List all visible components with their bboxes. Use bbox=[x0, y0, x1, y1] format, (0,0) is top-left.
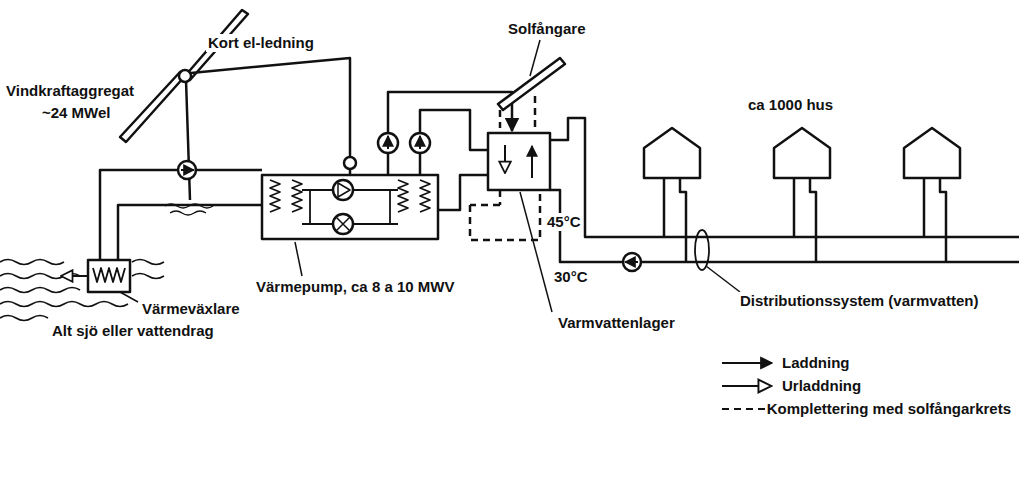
temperature-label: 45°C bbox=[545, 213, 583, 231]
part-label: Varmvattenlager bbox=[556, 314, 677, 332]
part-label: Solfångare bbox=[506, 20, 588, 38]
part-label: Vindkraftaggregat bbox=[4, 82, 136, 100]
part-label: Värmepump, ca 8 a 10 MWV bbox=[254, 278, 456, 296]
wire-label: Kort el-ledning bbox=[206, 34, 316, 52]
houses bbox=[644, 128, 960, 262]
legend-text: Urladdning bbox=[780, 377, 863, 395]
heat-exchanger bbox=[62, 260, 138, 302]
hot-water-storage bbox=[488, 133, 552, 312]
part-label: Alt sjö eller vattendrag bbox=[50, 322, 216, 340]
rating-label: ~24 MWel bbox=[40, 104, 113, 122]
heat-pump bbox=[262, 175, 438, 276]
brine-pipes bbox=[100, 161, 262, 260]
power-line bbox=[191, 58, 356, 175]
distribution-pipes bbox=[550, 118, 1019, 292]
part-label: ca 1000 hus bbox=[746, 96, 835, 114]
part-label: Distributionssystem (varmvatten) bbox=[738, 292, 980, 310]
temperature-label: 30°C bbox=[552, 268, 590, 286]
legend-text: Komplettering med solfångarkrets bbox=[765, 400, 1013, 418]
legend-text: Laddning bbox=[780, 354, 852, 372]
part-label: Värmeväxlare bbox=[140, 300, 242, 318]
